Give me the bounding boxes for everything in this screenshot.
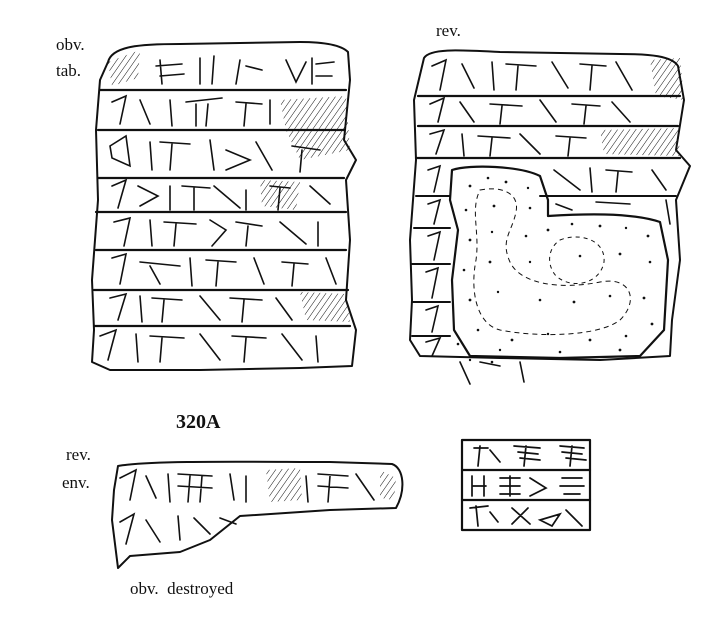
stipple-dots <box>456 176 654 364</box>
tablet-obverse <box>91 41 357 371</box>
reverse-signs <box>425 58 671 385</box>
tablet-obverse-outline <box>91 41 357 371</box>
reverse-broken-surface <box>448 165 670 364</box>
obverse-signs <box>99 55 337 363</box>
label-reverse-envelope: rev. <box>66 445 91 464</box>
label-tablet: tab. <box>56 61 82 80</box>
catalog-number: 320A <box>176 411 221 433</box>
label-obverse: obv. <box>56 35 85 54</box>
envelope-fragment <box>111 460 404 569</box>
label-reverse-tablet: rev. <box>436 21 461 40</box>
envelope-damage <box>266 468 396 502</box>
label-envelope: env. <box>62 473 90 492</box>
seal-frame <box>460 438 592 532</box>
seal-signs <box>469 445 587 528</box>
envelope-outline <box>111 460 404 569</box>
label-obverse-destroyed: obv. destroyed <box>130 579 234 598</box>
envelope-signs <box>119 468 375 545</box>
reverse-damage <box>600 58 684 156</box>
seal-impression <box>460 438 592 532</box>
